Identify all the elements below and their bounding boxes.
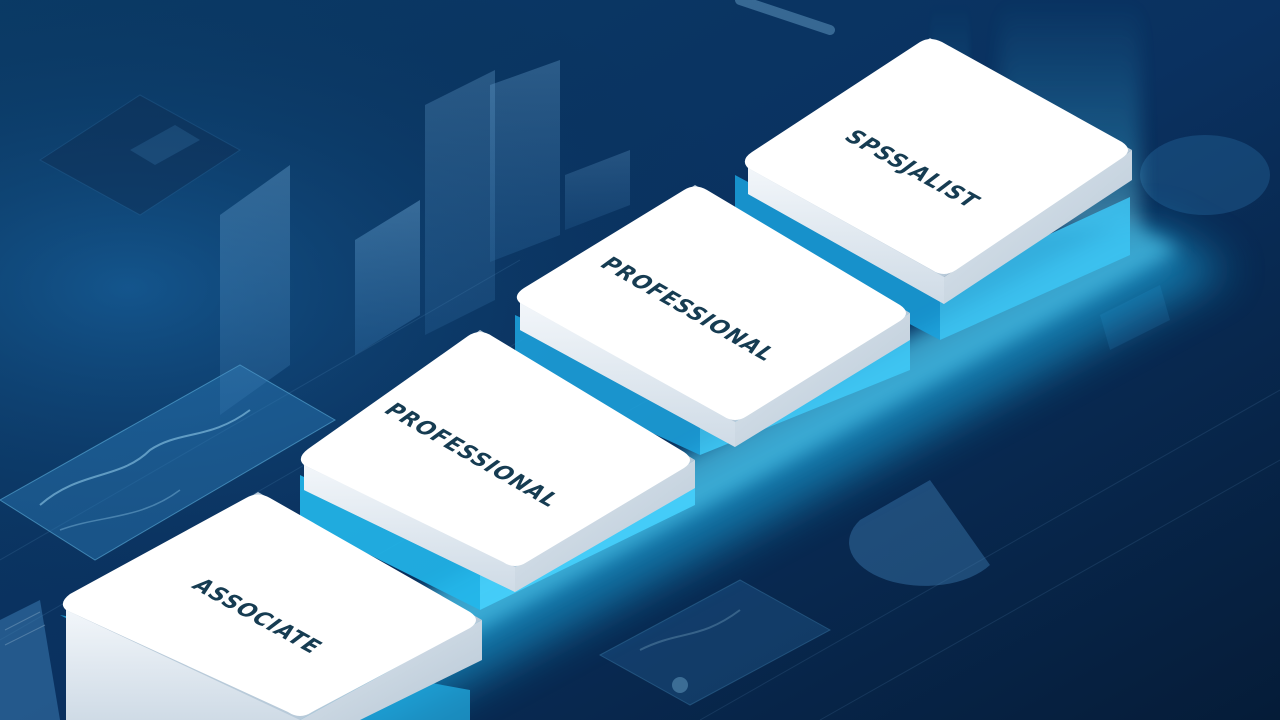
dark-panel-top-left bbox=[39, 94, 241, 216]
map-screen-left bbox=[0, 364, 336, 561]
step-tile-associate bbox=[62, 492, 482, 720]
table-panel-bottom-left bbox=[0, 600, 60, 720]
step-tile-professional-upper bbox=[516, 185, 910, 447]
step-tile-professional-lower bbox=[300, 330, 695, 592]
step-tile-specialist bbox=[744, 38, 1132, 304]
glass-bar-panels bbox=[220, 60, 630, 415]
bottom-right-decor bbox=[598, 480, 990, 706]
